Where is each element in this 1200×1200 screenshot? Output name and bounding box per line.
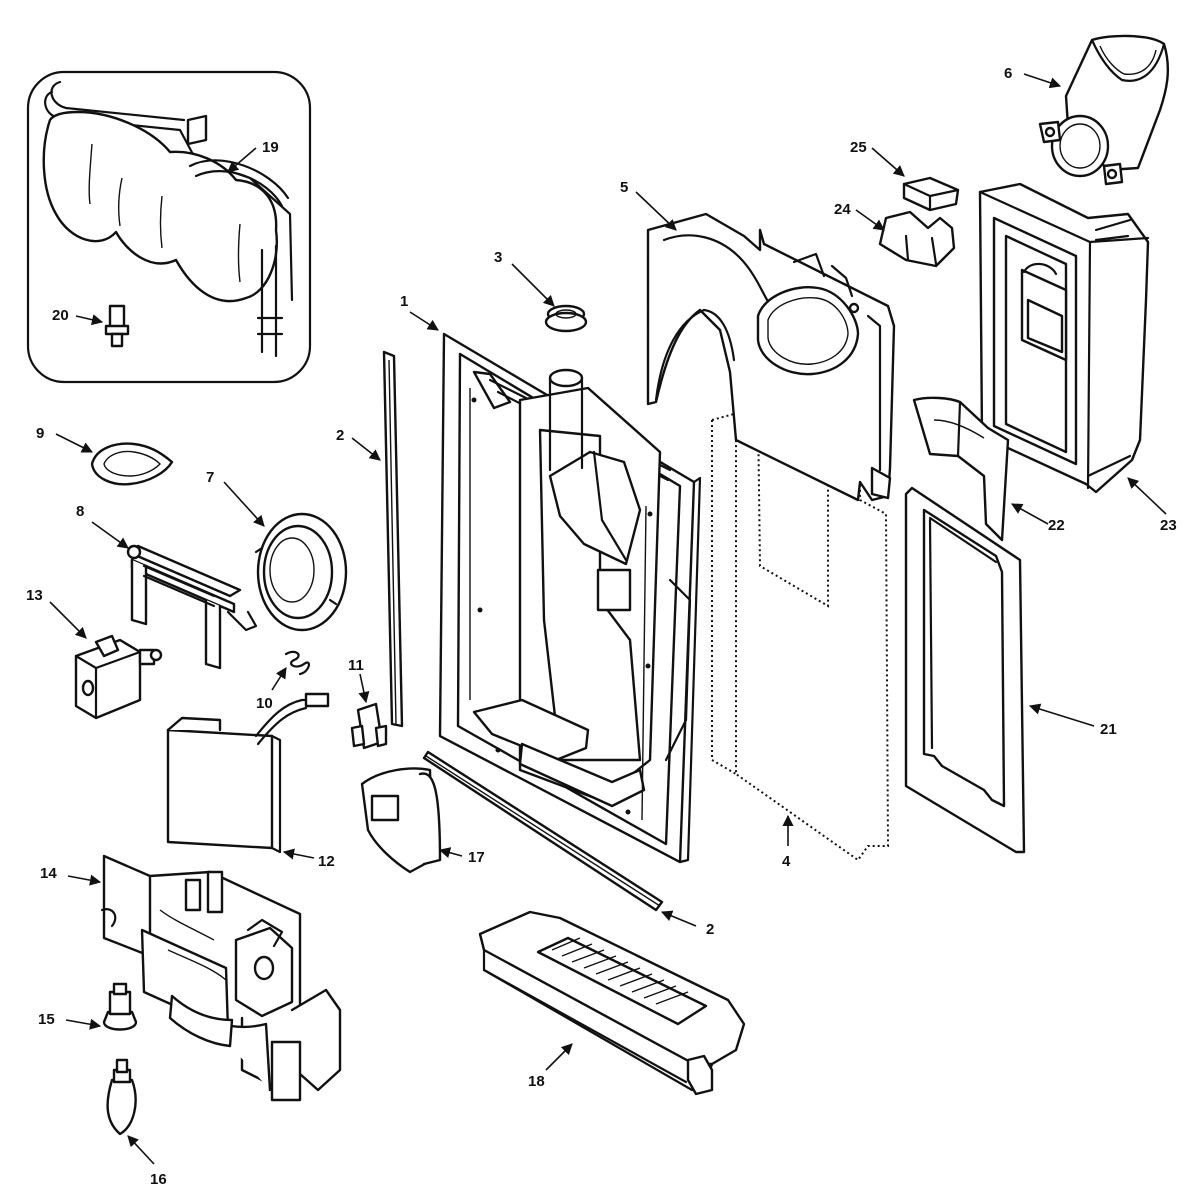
part-19-heater (42, 80, 294, 358)
callout-11: 11 (348, 657, 364, 674)
part-2-trim-vertical (382, 350, 404, 728)
leader-9 (55, 433, 94, 453)
part-21-gasket-frame (904, 486, 1026, 854)
callout-1: 1 (400, 293, 408, 310)
callout-12: 12 (318, 853, 335, 870)
leader-2b (660, 910, 697, 927)
callout-23: 23 (1160, 517, 1177, 534)
leader-1 (409, 311, 439, 331)
part-1-frame (438, 332, 702, 864)
leader-24 (855, 209, 885, 231)
leader-11 (358, 673, 370, 704)
leader-18 (545, 1043, 573, 1071)
part-22-deflector (912, 396, 1010, 542)
part-5-liner (646, 212, 896, 502)
callout-22: 22 (1048, 517, 1065, 534)
leader-15 (65, 1018, 102, 1030)
callout-2a: 2 (336, 427, 344, 444)
callout-21: 21 (1100, 721, 1117, 738)
callout-20: 20 (52, 307, 69, 324)
part-3-grommet (544, 304, 588, 333)
part-12-control-board (166, 692, 330, 854)
callout-4: 4 (782, 853, 791, 870)
leader-23 (1127, 477, 1167, 515)
part-10-spring (284, 650, 310, 676)
callout-18: 18 (528, 1073, 545, 1090)
callout-9: 9 (36, 425, 44, 442)
callout-5: 5 (620, 179, 628, 196)
part-8-bracket (126, 544, 258, 670)
part-24-clip (878, 210, 956, 268)
leader-13 (49, 601, 87, 639)
leader-6 (1023, 73, 1062, 89)
part-16-auger (106, 1058, 137, 1136)
part-20-fitting (104, 304, 130, 348)
leader-lines (49, 73, 1167, 1165)
part-9-gasket (90, 442, 174, 486)
callout-16: 16 (150, 1171, 167, 1188)
leader-16 (127, 1135, 155, 1165)
callout-13: 13 (26, 587, 43, 604)
leader-7 (223, 481, 265, 527)
inset-panel (26, 70, 312, 384)
leader-14 (67, 874, 102, 886)
callout-24: 24 (834, 201, 851, 218)
callout-8: 8 (76, 503, 84, 520)
part-17-paddle (360, 767, 442, 874)
part-25-pad (902, 176, 960, 212)
leader-8 (91, 521, 129, 549)
callout-17: 17 (468, 849, 485, 866)
callout-15: 15 (38, 1011, 55, 1028)
leader-10 (271, 667, 287, 691)
leader-2a (351, 437, 381, 461)
leader-20 (75, 314, 104, 326)
leader-21 (1028, 703, 1095, 727)
part-11-switch (350, 702, 388, 750)
callout-14: 14 (40, 865, 57, 882)
part-13-solenoid (74, 634, 163, 720)
callout-labels: 1 2 2 3 4 5 6 7 8 9 10 11 12 13 14 15 16… (26, 65, 1177, 1188)
leader-5 (635, 191, 677, 231)
part-2-trim-diagonal (422, 750, 664, 912)
leader-25 (871, 147, 905, 177)
callout-3: 3 (494, 249, 502, 266)
callout-2b: 2 (706, 921, 714, 938)
callout-6: 6 (1004, 65, 1012, 82)
leader-3 (511, 263, 555, 307)
leader-12 (282, 848, 315, 860)
leader-17 (438, 847, 463, 859)
part-14-housing (100, 854, 342, 1102)
leader-19 (227, 147, 257, 173)
leader-22 (1011, 503, 1049, 525)
callout-19: 19 (262, 139, 279, 156)
part-7-motor (254, 512, 348, 632)
part-23-dispenser-front (978, 182, 1150, 494)
part-18-drip-tray (478, 910, 746, 1096)
callout-25: 25 (850, 139, 867, 156)
part-6-funnel (1038, 34, 1170, 186)
callout-10: 10 (256, 695, 273, 712)
part-15-knob (102, 982, 138, 1031)
callout-7: 7 (206, 469, 214, 486)
